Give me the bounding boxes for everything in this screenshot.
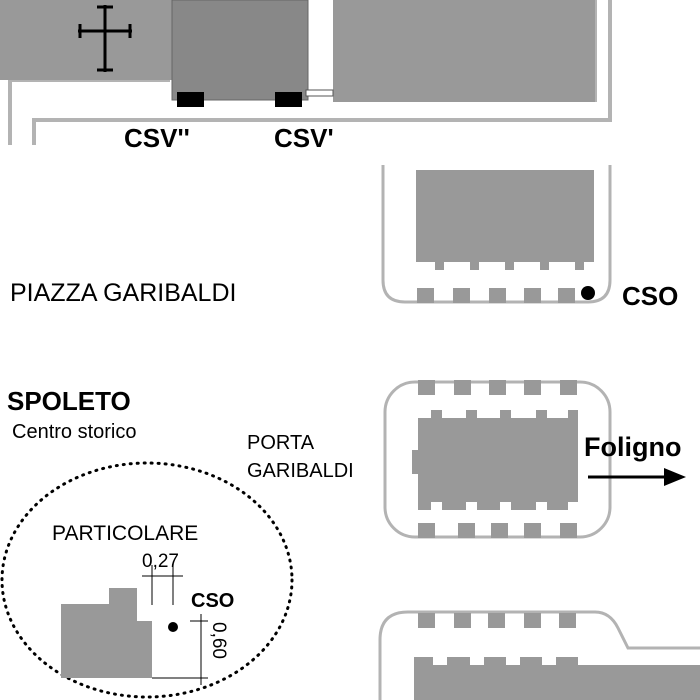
height-dimension xyxy=(152,614,208,685)
block-four-outline xyxy=(378,610,700,700)
arrow-right-icon xyxy=(588,468,686,486)
width-dimension xyxy=(142,565,183,605)
block-three xyxy=(383,380,612,539)
block-two-pillars xyxy=(417,288,575,303)
width-dimension-label: 0,27 xyxy=(142,551,179,572)
city-label: SPOLETO xyxy=(7,386,131,416)
cso-detail-label: CSO xyxy=(191,590,234,612)
csv-double-marker xyxy=(177,92,204,107)
block-four-building xyxy=(414,657,700,700)
block-three-top-pillars xyxy=(418,380,577,395)
block-four xyxy=(378,610,700,700)
detail-ellipse xyxy=(0,461,294,699)
height-dimension-label: 0,60 xyxy=(208,622,229,659)
church-building xyxy=(0,0,172,80)
cso-detail-dot xyxy=(168,622,178,632)
cso-label: CSO xyxy=(622,281,678,311)
csv-single-label: CSV' xyxy=(274,123,334,153)
block-two: CSO xyxy=(381,165,678,311)
block-three-bottom-pillars xyxy=(418,523,577,538)
particolare-label: PARTICOLARE xyxy=(52,522,198,545)
foligno-label: Foligno xyxy=(584,432,681,462)
csv-single-marker xyxy=(275,92,302,107)
block-four-pillars xyxy=(418,613,576,628)
porta-label-line2: GARIBALDI xyxy=(247,460,354,482)
top-block: CSV'' CSV' xyxy=(0,0,612,153)
block-three-building xyxy=(412,410,578,510)
dot-icon xyxy=(581,286,595,300)
block-two-building xyxy=(416,170,594,270)
central-building xyxy=(171,0,309,101)
detail-inset: PARTICOLARE 0,27 CSO 0,60 xyxy=(0,461,294,699)
porta-label-line1: PORTA xyxy=(247,432,315,454)
csv-double-label: CSV'' xyxy=(124,123,190,153)
connector xyxy=(305,89,334,97)
right-building-top xyxy=(333,0,595,102)
cross-icon xyxy=(78,5,132,72)
piazza-label: PIAZZA GARIBALDI xyxy=(10,279,236,307)
detail-building xyxy=(61,588,152,678)
centro-label: Centro storico xyxy=(12,421,137,443)
